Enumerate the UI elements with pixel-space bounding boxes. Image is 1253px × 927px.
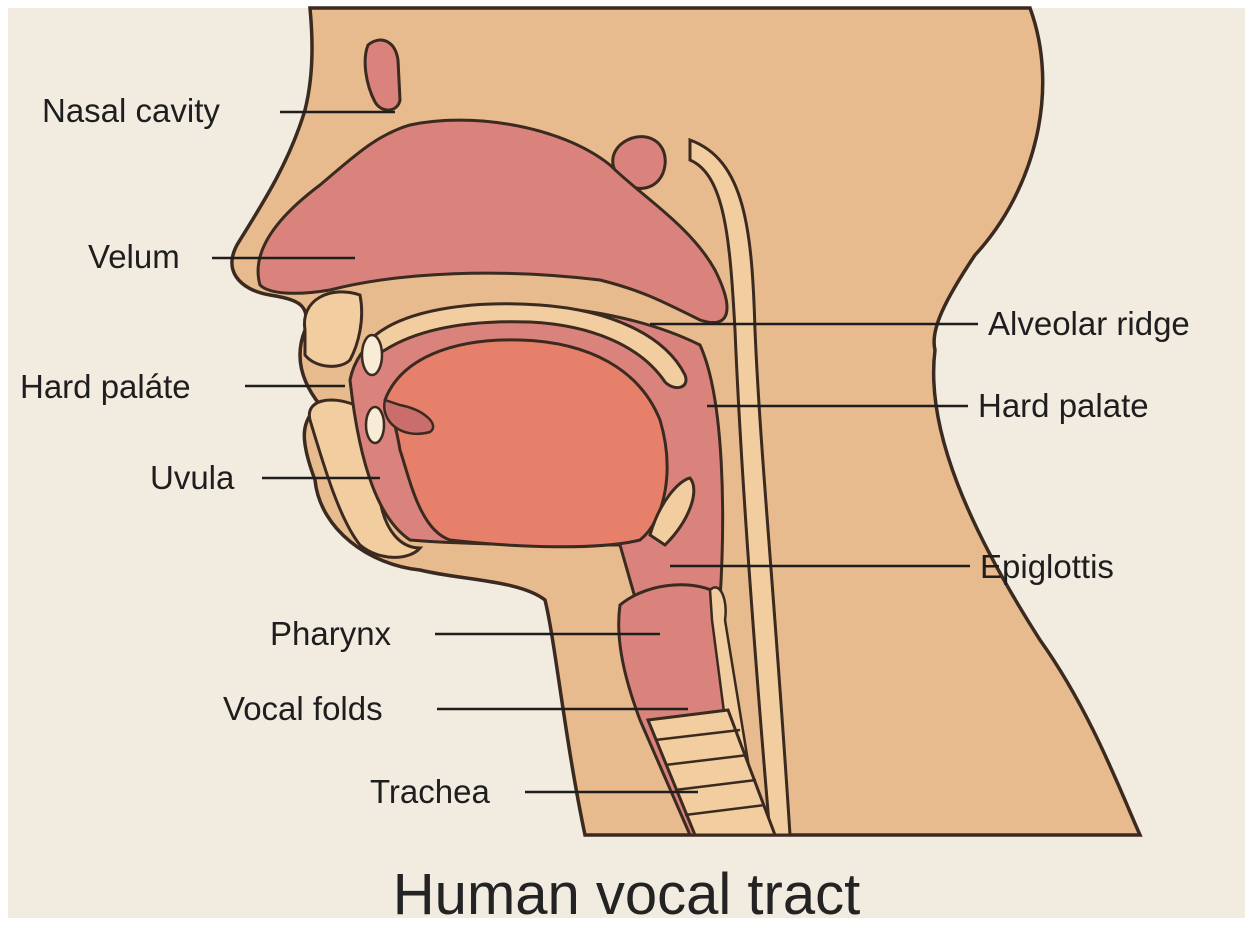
label-velum: Velum xyxy=(88,240,180,273)
lower-tooth xyxy=(366,407,384,443)
label-alveolar-ridge: Alveolar ridge xyxy=(988,307,1190,340)
label-uvula: Uvula xyxy=(150,461,234,494)
label-hard-palate-left: Hard paláte xyxy=(20,370,191,403)
diagram-title: Human vocal tract xyxy=(0,866,1253,924)
label-pharynx: Pharynx xyxy=(270,617,391,650)
upper-lip xyxy=(304,292,361,366)
label-vocal-folds: Vocal folds xyxy=(223,692,383,725)
tongue xyxy=(385,340,667,547)
label-hard-palate-right: Hard palate xyxy=(978,389,1149,422)
label-trachea: Trachea xyxy=(370,775,490,808)
label-nasal-cavity: Nasal cavity xyxy=(42,94,220,127)
upper-tooth xyxy=(362,335,382,375)
label-epiglottis: Epiglottis xyxy=(980,550,1114,583)
